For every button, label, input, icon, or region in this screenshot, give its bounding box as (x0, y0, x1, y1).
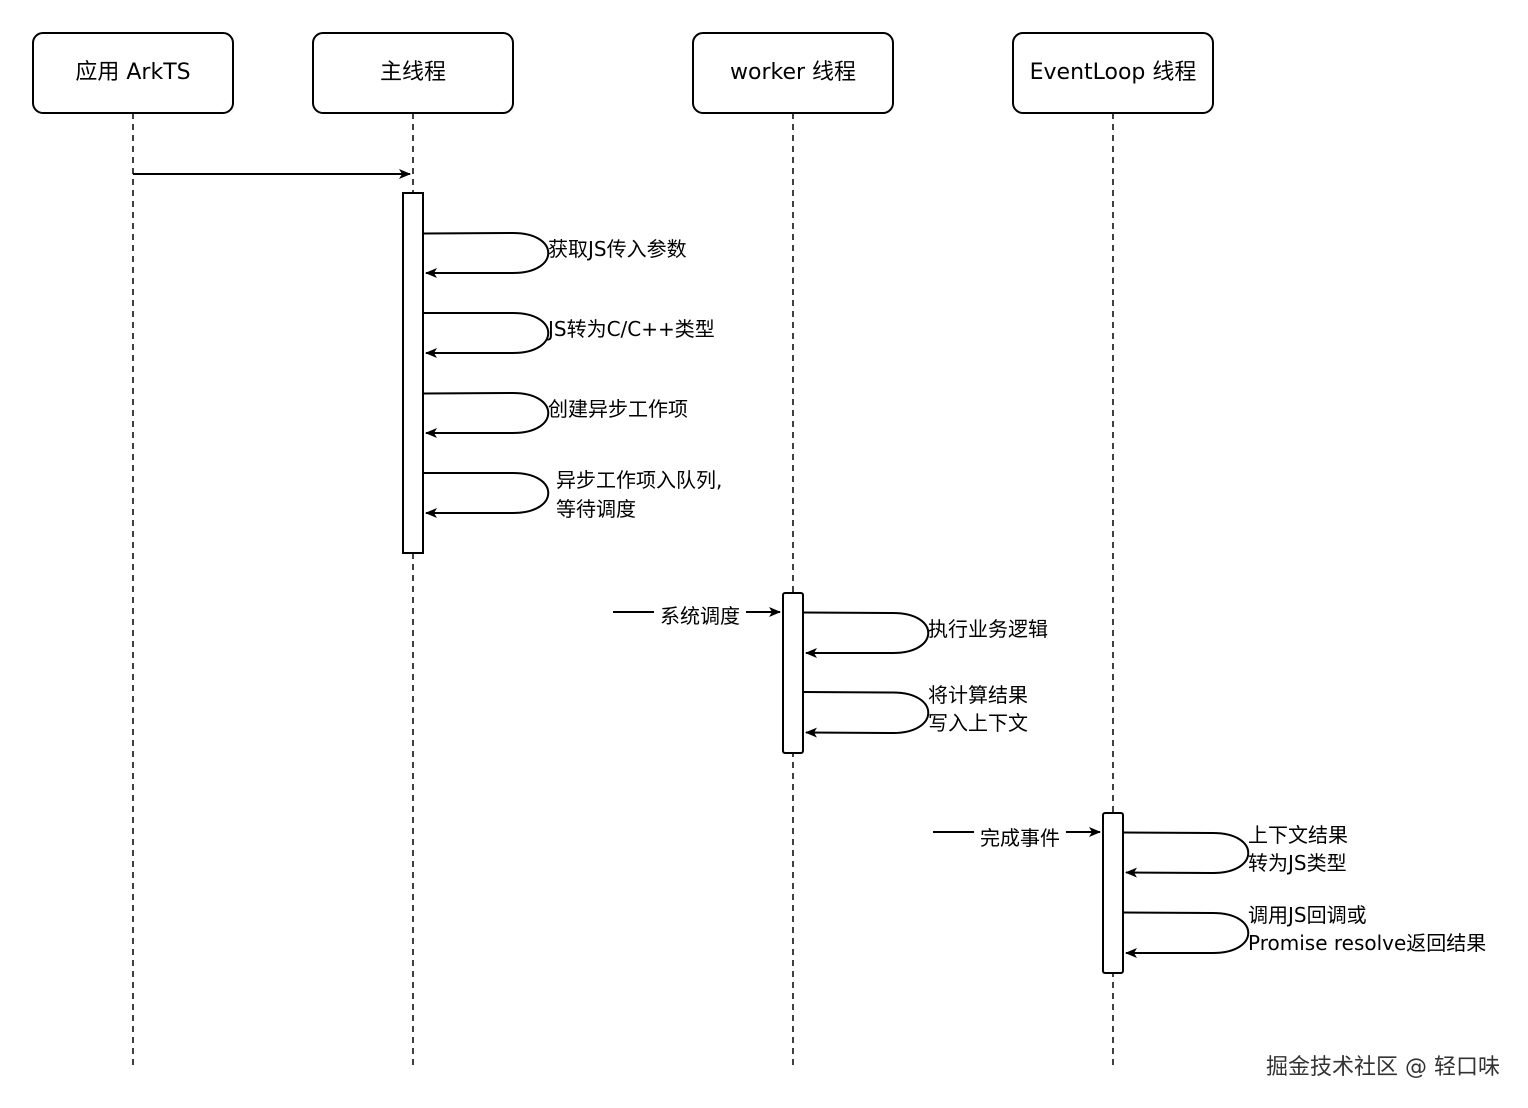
self-message-label: 异步工作项入队列, 等待调度 (556, 468, 729, 521)
incoming-label-bg (654, 601, 746, 627)
self-message-label: 调用JS回调或 Promise resolve返回结果 (1248, 903, 1486, 955)
lifeline-worker: worker 线程 (692, 32, 894, 1068)
self-message-arrow (802, 691, 930, 738)
self-message-label: 创建异步工作项 (548, 397, 688, 421)
activation-worker (782, 592, 804, 754)
lifeline-main-box (312, 32, 514, 114)
activation-eventloop (1102, 812, 1124, 974)
lifeline-eventloop: EventLoop 线程 (1012, 32, 1214, 1068)
lifeline-app-box (32, 32, 234, 114)
self-message-arrow (1122, 911, 1250, 958)
lifeline-worker-box (692, 32, 894, 114)
lifeline-worker-title: worker 线程 (730, 60, 856, 85)
lifeline-app: 应用 ArkTS (32, 32, 234, 1068)
self-message-label: 执行业务逻辑 (928, 617, 1048, 641)
activation-main (402, 192, 424, 554)
self-message-arrow (802, 611, 930, 658)
self-message-label: 获取JS传入参数 (548, 237, 687, 261)
incoming-label-eventloop: 完成事件 (980, 826, 1060, 850)
self-message-arrow (423, 472, 550, 518)
self-message-arrow (422, 391, 550, 438)
lifeline-app-title: 应用 ArkTS (75, 60, 190, 85)
watermark: 掘金技术社区 @ 轻口味 (1266, 1055, 1500, 1080)
self-message-label: JS转为C/C++类型 (546, 317, 715, 341)
lifeline-eventloop-title: EventLoop 线程 (1030, 60, 1197, 85)
incoming-label-worker: 系统调度 (660, 604, 740, 628)
self-message-arrow (1122, 831, 1250, 878)
self-message-label: 将计算结果 写入上下文 (928, 683, 1034, 735)
self-message-label: 上下文结果 转为JS类型 (1248, 823, 1354, 875)
lifeline-eventloop-box (1012, 32, 1214, 114)
self-message-arrow (423, 312, 550, 358)
incoming-label-bg (974, 822, 1066, 848)
self-message-arrow (422, 231, 550, 278)
lifeline-main-title: 主线程 (380, 60, 446, 85)
